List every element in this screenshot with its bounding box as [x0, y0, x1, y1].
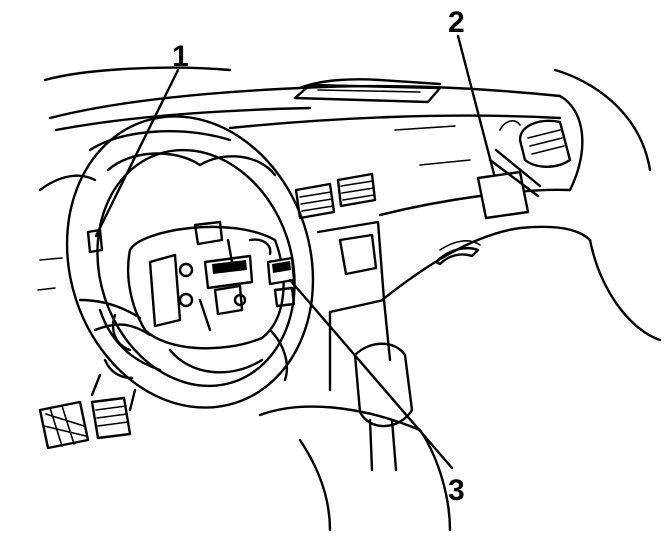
leader-line-2 — [456, 34, 496, 176]
callout-2: 2 — [448, 6, 465, 39]
right-air-vent — [499, 119, 572, 168]
module-box — [476, 148, 542, 220]
instrument-cluster — [37, 130, 277, 291]
callout-1: 1 — [172, 40, 189, 73]
leader-line-1 — [94, 68, 180, 238]
callout-3: 3 — [448, 474, 465, 507]
pedals — [38, 396, 132, 450]
center-air-vents — [294, 172, 377, 220]
leader-line-3 — [288, 278, 454, 470]
leader-lines — [94, 34, 496, 470]
dashboard-outline — [43, 66, 662, 342]
steering-wheel — [65, 115, 315, 412]
